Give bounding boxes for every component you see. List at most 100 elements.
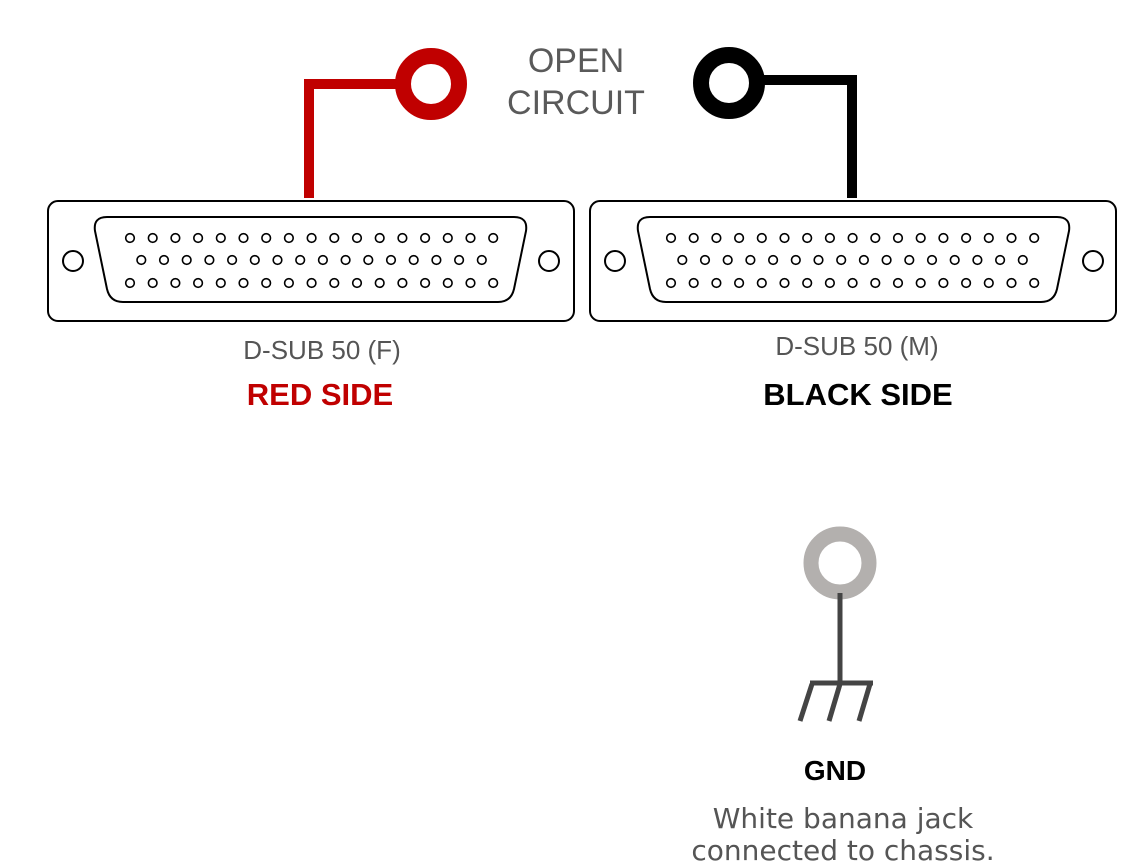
pin: [836, 254, 847, 266]
pin: [960, 277, 972, 289]
ground-hatch-3: [856, 683, 873, 722]
pin: [397, 232, 408, 244]
pin: [261, 232, 272, 244]
pin: [926, 254, 938, 266]
pin: [340, 254, 351, 266]
red-banana-jack: [395, 48, 467, 120]
red-side-label: RED SIDE: [246, 377, 394, 412]
pin: [442, 277, 453, 289]
black-side-label: BLACK SIDE: [763, 377, 953, 412]
pin: [892, 277, 904, 289]
pin: [374, 277, 385, 289]
pin: [272, 254, 283, 266]
pin: [881, 254, 892, 266]
pin: [363, 254, 374, 266]
pin: [295, 254, 306, 266]
pin: [779, 277, 790, 289]
pin: [408, 254, 419, 266]
black-banana-jack: [693, 47, 765, 119]
pin: [374, 232, 385, 244]
pin: [938, 232, 949, 244]
red-connector-pins: [124, 232, 499, 289]
pin: [465, 277, 476, 289]
pin: [870, 277, 881, 289]
red-connector-left-screw: [62, 250, 84, 272]
pin: [124, 277, 136, 289]
pin: [351, 232, 363, 244]
pin: [181, 254, 192, 266]
pin: [193, 277, 204, 289]
pin: [170, 232, 181, 244]
pin: [488, 232, 499, 244]
open-circuit-line2: CIRCUIT: [507, 84, 645, 122]
black-connector-type-label: D-SUB 50 (M): [775, 331, 939, 361]
pin: [688, 232, 699, 244]
pin: [193, 232, 204, 244]
pin: [824, 232, 836, 244]
pin: [665, 277, 677, 289]
pin: [215, 232, 226, 244]
black-connector-pins: [665, 232, 1040, 289]
gnd-description-line1: White banana jack: [712, 802, 974, 835]
pin: [147, 232, 158, 244]
black-connector-right-screw: [1082, 250, 1104, 272]
open-circuit-line1: OPEN: [527, 42, 625, 80]
gnd-description-line2: connected to chassis.: [691, 834, 995, 867]
pin: [249, 254, 260, 266]
pin: [915, 232, 926, 244]
pin: [688, 277, 699, 289]
pin: [442, 232, 453, 244]
pin: [813, 254, 824, 266]
pin: [329, 277, 340, 289]
pin: [972, 254, 983, 266]
pin: [790, 254, 801, 266]
pin: [824, 277, 836, 289]
red-dsub-connector: [47, 200, 575, 322]
pin: [994, 254, 1006, 266]
pin: [124, 232, 136, 244]
pin: [1029, 277, 1040, 289]
pin: [767, 254, 779, 266]
pin: [215, 277, 226, 289]
pin: [983, 232, 994, 244]
pin: [238, 277, 249, 289]
pin: [847, 277, 858, 289]
pin: [136, 254, 147, 266]
pin: [1017, 254, 1028, 266]
pin: [1029, 232, 1040, 244]
pin: [385, 254, 397, 266]
pin: [983, 277, 994, 289]
pin: [733, 277, 745, 289]
pin: [1006, 232, 1017, 244]
pin: [870, 232, 881, 244]
pin: [733, 232, 745, 244]
gnd-description: White banana jack connected to chassis.: [691, 803, 994, 867]
gnd-label: GND: [803, 755, 867, 786]
pin: [283, 277, 295, 289]
pin: [488, 277, 499, 289]
pin: [351, 277, 363, 289]
pin: [465, 232, 476, 244]
ground-hatch-1: [797, 683, 815, 722]
red-connector-right-screw: [538, 250, 560, 272]
pin: [158, 254, 170, 266]
pin: [397, 277, 408, 289]
pin: [431, 254, 442, 266]
pin: [306, 232, 317, 244]
pin: [261, 277, 272, 289]
ground-hatch-2: [826, 683, 843, 722]
open-circuit-label: OPEN CIRCUIT: [507, 40, 645, 124]
pin: [170, 277, 181, 289]
pin: [283, 232, 295, 244]
pin: [756, 232, 767, 244]
red-connector-type-label: D-SUB 50 (F): [243, 335, 401, 365]
black-connector-left-screw: [604, 250, 626, 272]
pin: [420, 232, 431, 244]
pin: [915, 277, 926, 289]
pin: [204, 254, 215, 266]
gnd-banana-jack: [803, 526, 877, 600]
pin: [454, 254, 465, 266]
pin: [238, 232, 249, 244]
black-wire: [758, 75, 857, 198]
